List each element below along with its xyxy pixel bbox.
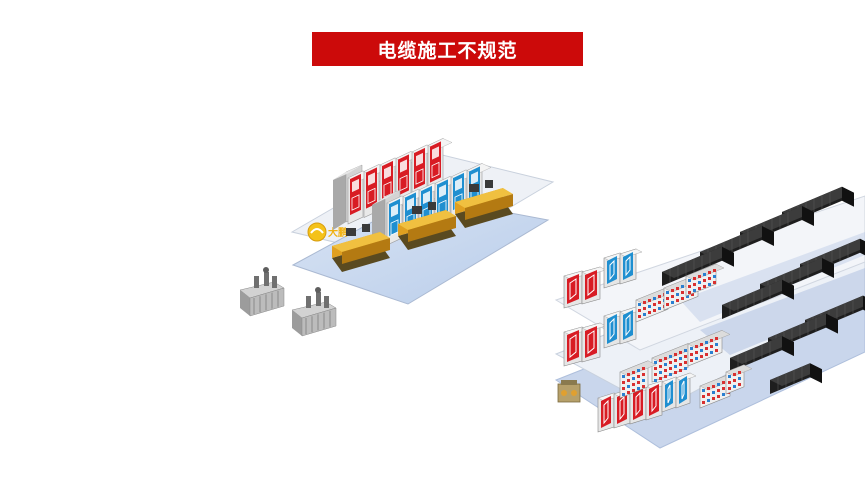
- distribution-cabinet: [619, 248, 643, 285]
- logo-text: 大鹏: [328, 226, 348, 239]
- distribution-cabinet: [597, 392, 621, 433]
- page-title: 电缆施工不规范: [377, 39, 518, 62]
- small-transformer: [557, 380, 581, 403]
- distribution-cabinet: [563, 270, 589, 309]
- distribution-cabinets: [563, 248, 697, 433]
- generator: [398, 202, 456, 250]
- distribution-cabinet: [645, 380, 669, 421]
- battery-rack: [651, 343, 697, 383]
- battery-racks: [619, 263, 753, 409]
- battery-rack: [725, 364, 753, 395]
- red-cabinet: [427, 138, 453, 192]
- generator: [332, 224, 390, 272]
- distribution-cabinet: [675, 372, 697, 409]
- generator-room: 大鹏: [290, 138, 555, 305]
- distribution-cabinet: [661, 376, 683, 413]
- server-rack: [722, 279, 794, 319]
- server-rack: [770, 363, 822, 394]
- transformers: [239, 267, 337, 337]
- transformer: [239, 267, 285, 317]
- battery-rack: [685, 263, 725, 297]
- title-banner: 电缆施工不规范: [312, 32, 583, 66]
- transformer: [291, 287, 337, 337]
- server-rack: [662, 246, 734, 286]
- generator-sets: [332, 180, 513, 272]
- server-racks: [662, 186, 865, 394]
- red-cabinet: [395, 151, 421, 205]
- server-rack: [730, 336, 794, 372]
- distribution-cabinet: [603, 310, 627, 349]
- data-center: [554, 186, 865, 449]
- battery-rack: [619, 360, 657, 399]
- generator: [455, 180, 513, 228]
- distribution-cabinet: [581, 266, 607, 305]
- distribution-cabinet: [581, 322, 607, 363]
- battery-rack: [687, 329, 731, 367]
- distribution-cabinet: [563, 326, 589, 367]
